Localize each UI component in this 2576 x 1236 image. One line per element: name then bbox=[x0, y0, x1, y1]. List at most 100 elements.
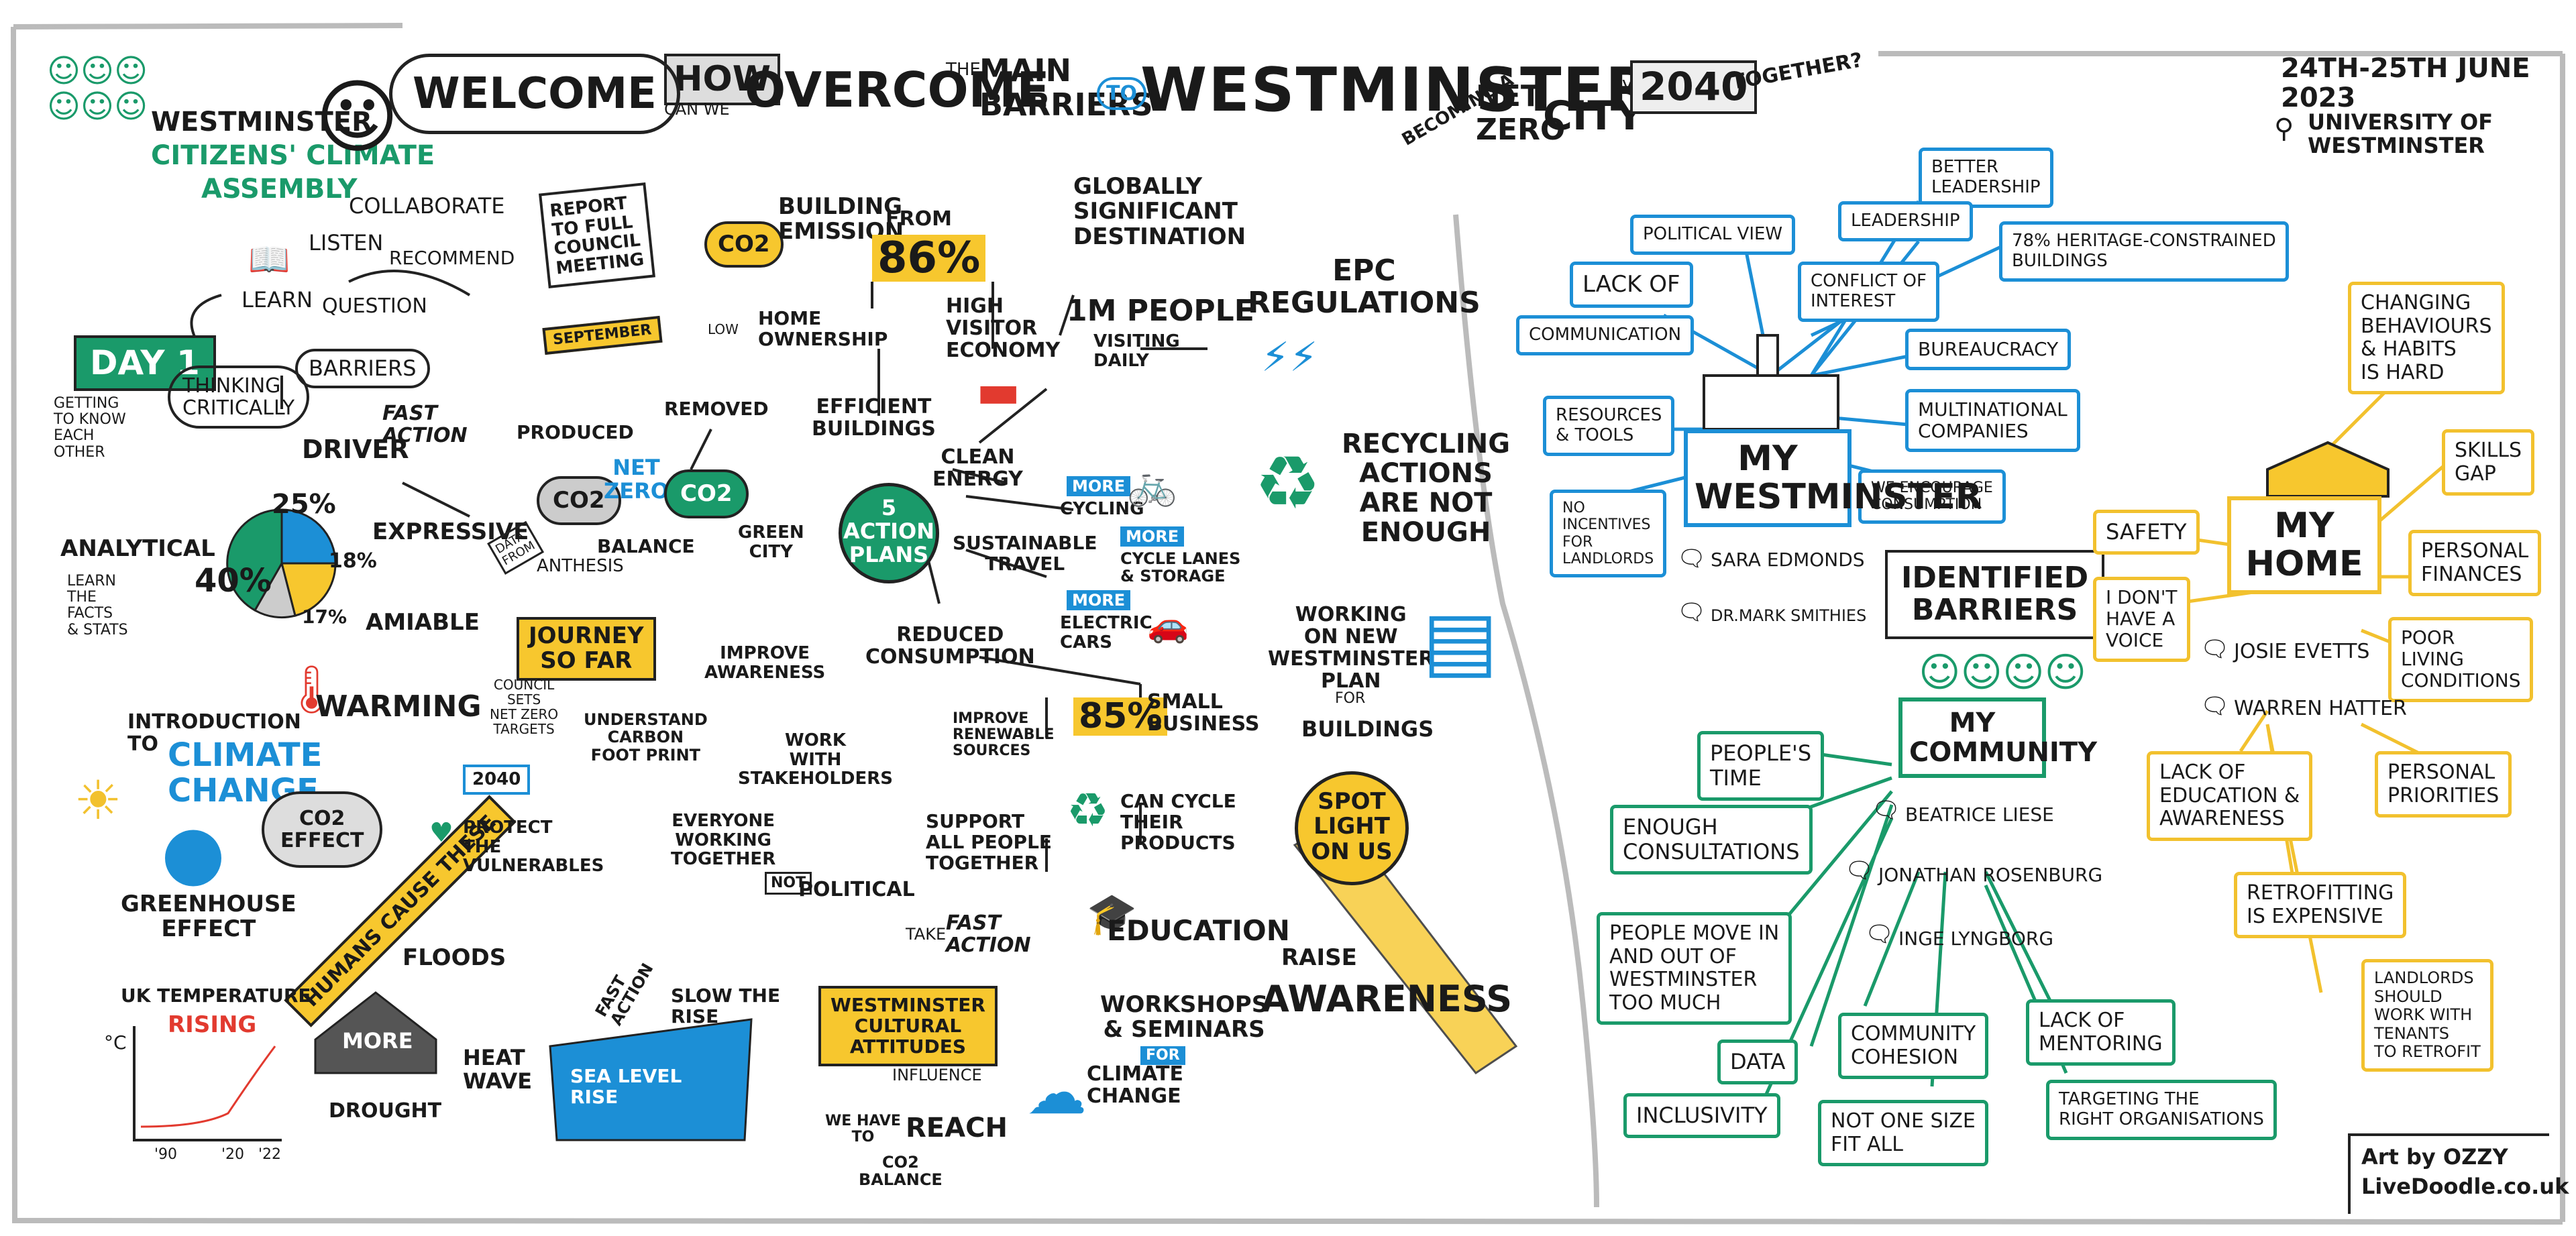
mw-conflict: CONFLICT OF INTEREST bbox=[1798, 262, 1939, 322]
mh-lack-education: LACK OF EDUCATION & AWARENESS bbox=[2147, 751, 2313, 841]
high-visitor: HIGH VISITOR ECONOMY bbox=[946, 294, 1061, 362]
slow-rise-label: SLOW THE RISE bbox=[671, 985, 781, 1027]
year-2040: 2040 bbox=[463, 765, 531, 795]
electric-cars: ELECTRIC CARS bbox=[1060, 613, 1152, 653]
credit-artist: Art by OZZY bbox=[2361, 1144, 2508, 1170]
mh-skills-gap: SKILLS GAP bbox=[2442, 429, 2535, 496]
mw-speech-icon-2: 🗨 bbox=[1677, 599, 1707, 626]
learn-label: LEARN bbox=[241, 287, 313, 313]
globally-significant: GLOBALLY SIGNIFICANT DESTINATION bbox=[1073, 173, 1246, 250]
recommend-label: RECOMMEND bbox=[389, 247, 515, 269]
person-illustration: ☺ bbox=[315, 71, 400, 164]
mc-mentoring: LACK OF MENTORING bbox=[2026, 999, 2176, 1066]
greenhouse-label: GREENHOUSE EFFECT bbox=[121, 891, 297, 943]
my-westminster-title: MY WESTMINSTER bbox=[1684, 429, 1982, 528]
heat-wave-label: HEAT WAVE bbox=[463, 1045, 533, 1094]
pie-slice-expressive bbox=[280, 562, 337, 617]
raise-label: RAISE bbox=[1281, 944, 1357, 971]
event-date: 24th-25th JUNE 2023 bbox=[2281, 53, 2530, 113]
credit-box: Art by OZZY LiveDoodle.co.uk bbox=[2348, 1133, 2569, 1214]
mc-targeting: TARGETING THE RIGHT ORGANISATIONS bbox=[2046, 1080, 2277, 1140]
drought-label: DROUGHT bbox=[329, 1099, 442, 1123]
fast-action-3: FAST ACTION bbox=[946, 911, 1031, 957]
assembly-line2: CITIZENS' CLIMATE bbox=[151, 140, 435, 171]
green-city: GREEN CITY bbox=[738, 522, 804, 562]
climate-change-2: CLIMATE CHANGE bbox=[1087, 1062, 1183, 1108]
event-venue: UNIVERSITY OF WESTMINSTER bbox=[2308, 109, 2493, 159]
influence-label: INFLUENCE bbox=[892, 1066, 982, 1084]
work-stakeholders: WORK WITH STAKEHOLDERS bbox=[738, 730, 893, 789]
question-label: QUESTION bbox=[322, 294, 427, 318]
amiable-label: AMIABLE bbox=[366, 609, 480, 636]
buildings-label: BUILDINGS bbox=[1301, 716, 1434, 742]
barriers-label: BARRIERS bbox=[295, 349, 430, 389]
warming-label: WARMING bbox=[315, 689, 482, 724]
community-people-icon: ☺☺☺☺ bbox=[1919, 649, 2087, 696]
action-plans-center: 5 ACTION PLANS bbox=[839, 483, 939, 583]
improve-awareness: IMPROVE AWARENESS bbox=[704, 643, 826, 683]
floods-label: FLOODS bbox=[402, 944, 506, 971]
title-can-we: CAN WE bbox=[664, 100, 730, 119]
collaborate-label: COLLABORATE bbox=[349, 193, 505, 219]
recycle-icon-big: ♻ bbox=[1254, 440, 1321, 526]
we-have-to: WE HAVE TO bbox=[825, 1113, 901, 1146]
thinking-critically: THINKING CRITICALLY bbox=[168, 366, 310, 429]
mw-political-view: POLITICAL VIEW bbox=[1630, 215, 1796, 255]
awareness-label: AWARENESS bbox=[1261, 978, 1513, 1020]
mc-inclusivity: INCLUSIVITY bbox=[1623, 1093, 1780, 1138]
mw-person-2: DR.MARK SMITHIES bbox=[1711, 606, 1867, 625]
net-zero-label: NET ZERO bbox=[604, 455, 669, 504]
identified-barriers: IDENTIFIED BARRIERS bbox=[1885, 550, 2105, 639]
mh-no-voice: I DON'T HAVE A VOICE bbox=[2093, 577, 2190, 662]
small-business: SMALL BUSINESS bbox=[1147, 690, 1260, 736]
co2-balance: CO2 BALANCE bbox=[859, 1153, 943, 1190]
title-by: by bbox=[1610, 72, 1633, 95]
my-community-title: MY COMMUNITY bbox=[1898, 697, 2097, 778]
co2-effect-label: CO2 EFFECT bbox=[262, 791, 383, 868]
improve-renewable: IMPROVE RENEWABLE SOURCES bbox=[953, 710, 1055, 760]
mw-speech-icon-1: 🗨 bbox=[1677, 545, 1707, 572]
book-icon: 📖 bbox=[248, 240, 290, 279]
for-2-label: FOR bbox=[1140, 1046, 1185, 1066]
mc-person-2: JONATHAN ROSENBURG bbox=[1878, 864, 2103, 886]
mc-speech-icon-3: 🗨 bbox=[1865, 921, 1894, 948]
uk-temperature-label: UK TEMPERATURE bbox=[121, 985, 311, 1007]
pie-slice-driver bbox=[280, 508, 337, 565]
title-net: NET bbox=[1476, 79, 1541, 113]
mh-person-2: WARREN HATTER bbox=[2234, 697, 2407, 720]
low-label: LOW bbox=[708, 321, 739, 337]
title-zero: ZERO bbox=[1476, 113, 1566, 147]
co2-bubble-removed: CO2 bbox=[664, 469, 749, 519]
pie-label-40: 40% bbox=[195, 562, 272, 600]
mc-speech-icon-1: 🗨 bbox=[1872, 797, 1901, 824]
mh-landlords: LANDLORDS SHOULD WORK WITH TENANTS TO RE… bbox=[2361, 959, 2493, 1072]
title-the: THE bbox=[946, 60, 981, 80]
epc-regulations: EPC REGULATIONS bbox=[1248, 254, 1481, 321]
mh-retrofitting: RETROFITTING IS EXPENSIVE bbox=[2234, 872, 2407, 938]
balance-label: BALANCE bbox=[597, 535, 695, 557]
sustainable-travel: SUSTAINABLE TRAVEL bbox=[953, 532, 1097, 575]
mc-consultations: ENOUGH CONSULTATIONS bbox=[1610, 805, 1813, 875]
mc-speech-icon-2: 🗨 bbox=[1845, 857, 1874, 884]
rising-label: RISING bbox=[168, 1011, 257, 1038]
cycle-lanes: CYCLE LANES & STORAGE bbox=[1120, 549, 1241, 586]
mc-cohesion: COMMUNITY COHESION bbox=[1838, 1013, 1989, 1079]
title-2040: 2040 bbox=[1630, 60, 1758, 114]
mh-speech-icon-1: 🗨 bbox=[2200, 636, 2230, 663]
cultural-attitudes: WESTMINSTER CULTURAL ATTITUDES bbox=[818, 986, 998, 1067]
welcome-bubble: WELCOME bbox=[389, 54, 680, 135]
mh-safety: SAFETY bbox=[2093, 510, 2200, 555]
title-how: HOW bbox=[664, 54, 781, 106]
support-together: SUPPORT ALL PEOPLE TOGETHER bbox=[926, 810, 1053, 874]
assembly-line3: ASSEMBLY bbox=[201, 174, 358, 205]
title-main-barriers: MAIN BARRIERS bbox=[979, 52, 1153, 123]
mh-changing: CHANGING BEHAVIOURS & HABITS IS HARD bbox=[2348, 282, 2505, 394]
bus-icon: ▬ bbox=[976, 363, 1021, 418]
rain-cloud-icon: ☁ bbox=[1026, 1058, 1087, 1128]
journey-title: JOURNEY SO FAR bbox=[517, 617, 656, 681]
sea-level-label: SEA LEVEL RISE bbox=[570, 1065, 682, 1108]
bicycle-icon: 🚲 bbox=[1127, 461, 1177, 508]
mh-person-1: JOSIE EVETTS bbox=[2234, 640, 2370, 663]
recycling-not-enough: RECYCLING ACTIONS ARE NOT ENOUGH bbox=[1342, 429, 1511, 548]
